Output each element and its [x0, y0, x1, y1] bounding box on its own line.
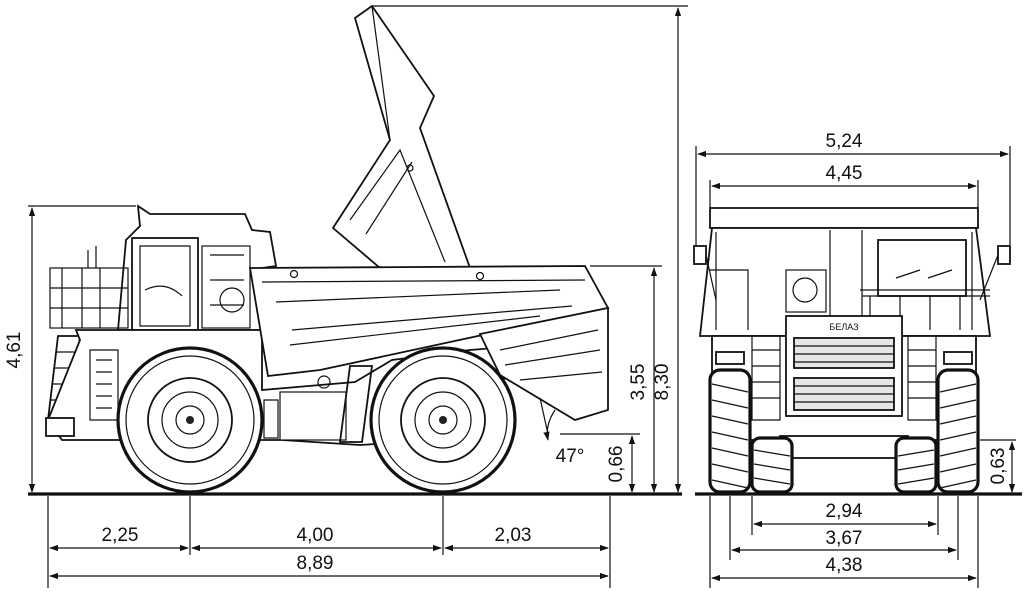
inner-track-label: 2,94 [826, 501, 863, 522]
headlight-right [943, 351, 973, 365]
track-label: 3,67 [826, 528, 863, 549]
mirror-right [997, 245, 1011, 265]
rear-wheel [369, 346, 517, 494]
headlight-left [715, 351, 745, 365]
wheelbase-label: 4,00 [297, 525, 334, 546]
raised-dump-body [331, 4, 472, 269]
front-tire-left [708, 368, 794, 494]
front-view-truck: БЕЛАЗ [693, 207, 1011, 494]
cab [117, 204, 278, 331]
rear-overhang-label: 2,03 [495, 525, 532, 546]
side-dimension-labels: 2,25 4,00 2,03 8,89 4,61 3,55 8,30 0,66 … [4, 332, 673, 574]
dump-angle-label: 47° [556, 446, 585, 467]
nameplate: БЕЛАЗ [829, 322, 858, 332]
side-view-truck [45, 4, 610, 494]
mirror-width-label: 5,24 [826, 131, 863, 152]
ground-clearance-label: 0,63 [988, 448, 1009, 485]
side-dimensions [28, 5, 688, 588]
rear-clearance-label: 0,66 [606, 446, 627, 483]
front-dimensions [695, 146, 1016, 588]
cab-height-label: 4,61 [4, 332, 25, 369]
front-dimension-labels: 5,24 4,45 2,94 3,67 4,38 0,63 [826, 131, 1009, 576]
front-tire-right [894, 368, 980, 494]
front-railings [49, 246, 129, 329]
raised-body-height-label: 8,30 [652, 364, 673, 401]
overall-width-label: 4,38 [826, 555, 863, 576]
front-overhang-label: 2,25 [102, 525, 139, 546]
body-width-label: 4,45 [826, 163, 863, 184]
cab-window [877, 239, 967, 297]
dump-body [248, 265, 610, 421]
mirror-left [693, 245, 707, 265]
overall-length-label: 8,89 [297, 553, 334, 574]
front-wheel [116, 346, 264, 494]
body-height-label: 3,55 [628, 364, 649, 401]
